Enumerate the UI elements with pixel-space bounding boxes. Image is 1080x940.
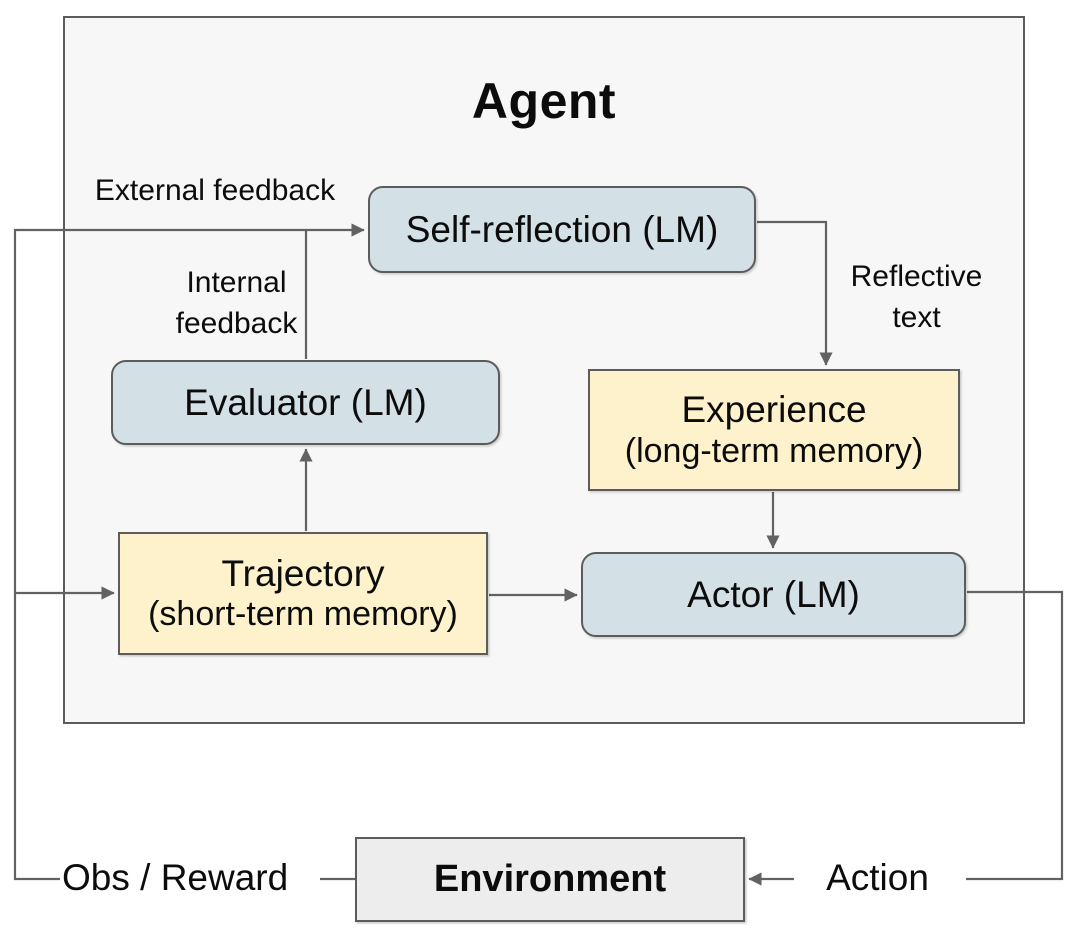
- node-actor-label: Actor (LM): [687, 573, 860, 615]
- node-experience: Experience (long-term memory): [588, 369, 960, 491]
- node-evaluator-label: Evaluator (LM): [184, 381, 427, 423]
- label-external-feedback-text: External feedback: [94, 174, 336, 207]
- edge-environment-obs-loop: [13, 223, 365, 881]
- label-action: Action: [800, 856, 955, 900]
- label-reflective-text: Reflective text: [814, 256, 1019, 338]
- edge-selfreflection-to-experience: [757, 220, 833, 366]
- node-trajectory-label: Trajectory: [221, 552, 385, 594]
- node-experience-sublabel: (long-term memory): [624, 431, 924, 470]
- label-reflective-text-line1: Reflective: [850, 260, 983, 293]
- node-environment: Environment: [355, 837, 745, 922]
- label-reflective-text-line2: text: [892, 301, 941, 334]
- edge-actor-action-loop: [966, 590, 1064, 881]
- label-external-feedback: External feedback: [60, 170, 370, 211]
- node-trajectory-sublabel: (short-term memory): [148, 595, 458, 634]
- node-self-reflection-label: Self-reflection (LM): [405, 208, 719, 250]
- node-trajectory: Trajectory (short-term memory): [118, 532, 488, 655]
- node-self-reflection: Self-reflection (LM): [368, 186, 756, 273]
- node-environment-label: Environment: [433, 858, 667, 901]
- label-internal-feedback: Internal feedback: [134, 262, 339, 344]
- label-internal-feedback-line1: Internal: [186, 266, 287, 299]
- label-obs-reward-text: Obs / Reward: [62, 857, 289, 898]
- label-obs-reward: Obs / Reward: [62, 856, 302, 900]
- node-evaluator: Evaluator (LM): [111, 360, 500, 445]
- node-actor: Actor (LM): [581, 552, 966, 637]
- node-experience-label: Experience: [681, 389, 867, 431]
- label-action-text: Action: [826, 857, 929, 898]
- label-internal-feedback-line2: feedback: [175, 307, 298, 340]
- agent-title: Agent: [471, 73, 617, 129]
